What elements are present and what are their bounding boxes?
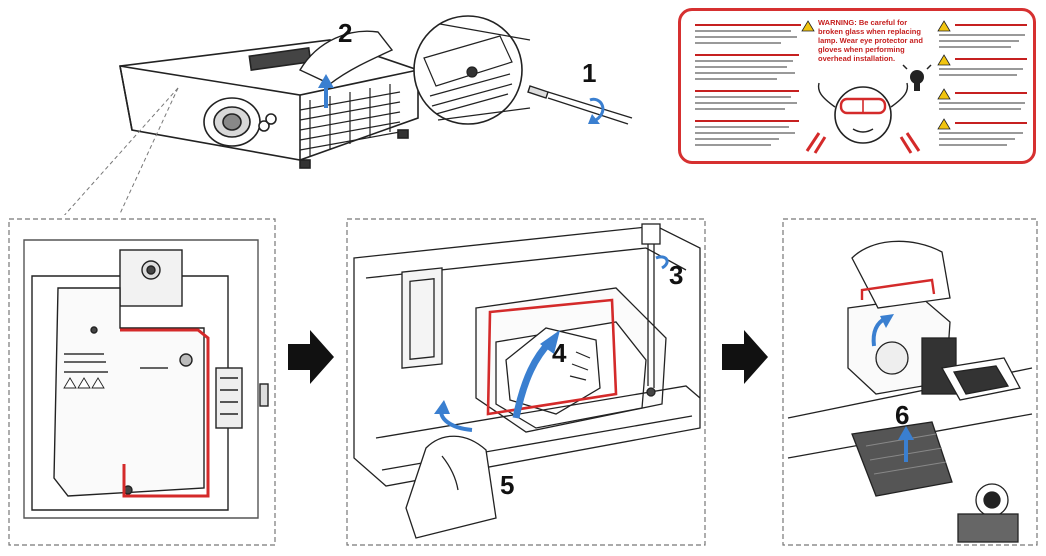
screwdriver-step1 xyxy=(528,86,632,124)
goggles-face-icon xyxy=(807,83,919,153)
projector-overview xyxy=(0,0,650,200)
step-number-1: 1 xyxy=(582,60,596,86)
next-arrow-1 xyxy=(288,330,334,384)
warning-text-right xyxy=(939,25,1027,145)
panel-remove-lamp xyxy=(346,218,706,546)
step-number-4: 4 xyxy=(552,340,566,366)
step-number-3: 3 xyxy=(669,262,683,288)
step-number-5: 5 xyxy=(500,472,514,498)
warning-headline: WARNING: Be careful for broken glass whe… xyxy=(818,18,930,63)
panel-install-lamp xyxy=(782,218,1038,546)
panel-lamp-module xyxy=(8,218,276,546)
warning-text-left xyxy=(695,25,801,145)
next-arrow-2 xyxy=(722,330,768,384)
step-number-2: 2 xyxy=(338,20,352,46)
step-number-6: 6 xyxy=(895,402,909,428)
